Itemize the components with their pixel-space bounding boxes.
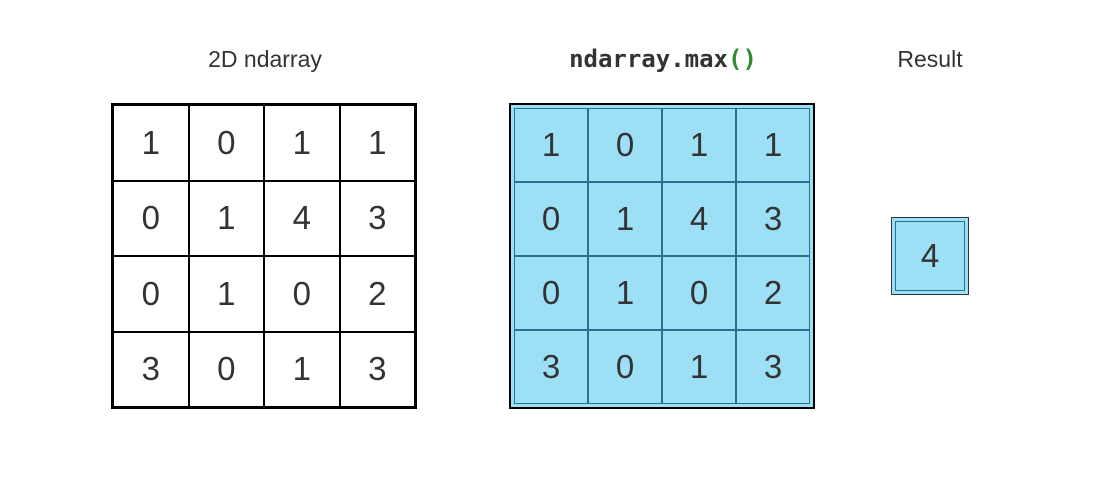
max-selection-cell: 1 xyxy=(662,108,736,182)
input-array-cell: 2 xyxy=(339,256,415,332)
max-selection-cell: 0 xyxy=(588,108,662,182)
input-array-cell: 0 xyxy=(113,180,189,256)
input-array-cell: 1 xyxy=(188,180,264,256)
result-value: 4 xyxy=(895,221,965,291)
input-array-cell: 1 xyxy=(339,105,415,181)
max-selection-cell: 0 xyxy=(514,182,588,256)
input-array-cell: 0 xyxy=(188,331,264,407)
max-selection-cell: 1 xyxy=(662,330,736,404)
max-selection-cell: 1 xyxy=(588,182,662,256)
input-array-cell: 0 xyxy=(188,105,264,181)
max-selection-cell: 0 xyxy=(588,330,662,404)
max-selection-cell: 1 xyxy=(588,256,662,330)
input-array-cell: 1 xyxy=(188,256,264,332)
result-label: Result xyxy=(897,46,963,72)
input-array-cell: 0 xyxy=(113,256,189,332)
max-selection-cell: 2 xyxy=(736,256,810,330)
max-selection-cell: 1 xyxy=(514,108,588,182)
input-array-cell: 0 xyxy=(264,256,340,332)
max-selection-cell: 1 xyxy=(736,108,810,182)
result-box: 4 xyxy=(891,217,969,295)
max-selection-cell: 0 xyxy=(514,256,588,330)
max-selection-cell: 3 xyxy=(514,330,588,404)
input-array-cell: 3 xyxy=(113,331,189,407)
input-array-cell: 1 xyxy=(113,105,189,181)
input-array-cell: 3 xyxy=(339,180,415,256)
max-selection-cell: 0 xyxy=(662,256,736,330)
method-label: ndarray.max() xyxy=(510,44,816,74)
max-selection-cell: 4 xyxy=(662,182,736,256)
max-selection-cell: 3 xyxy=(736,182,810,256)
input-array-cell: 1 xyxy=(264,331,340,407)
method-name: ndarray.max xyxy=(569,45,729,73)
input-array-cell: 4 xyxy=(264,180,340,256)
input-array-label: 2D ndarray xyxy=(208,46,322,72)
method-parens: () xyxy=(728,45,757,73)
input-array-cell: 1 xyxy=(264,105,340,181)
input-array-cell: 3 xyxy=(339,331,415,407)
max-selection-cell: 3 xyxy=(736,330,810,404)
